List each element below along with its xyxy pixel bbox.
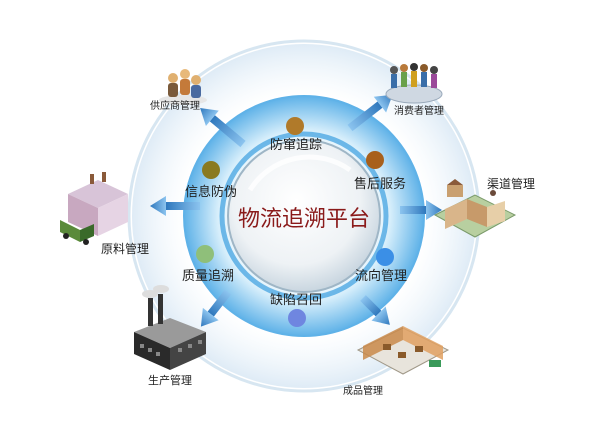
- dot-fangcuan: [286, 117, 304, 135]
- inner-label-liuxiang: 流向管理: [355, 268, 407, 284]
- raw-material-warehouse-icon: [60, 172, 128, 245]
- outer-label-channel: 渠道管理: [487, 176, 535, 191]
- inner-label-shouhou: 售后服务: [354, 176, 406, 192]
- arrow-to-production: [200, 289, 232, 327]
- center-highlight: [247, 154, 352, 192]
- center-ring-band: [219, 131, 389, 301]
- arrow-to-supplier: [200, 108, 246, 148]
- consumers-icon: [385, 63, 443, 104]
- inner-ring-edge: [183, 95, 425, 337]
- dot-zhiliang: [196, 245, 214, 263]
- arrows: [150, 94, 442, 327]
- arrow-to-consumer: [347, 94, 393, 132]
- inner-dots: [196, 117, 394, 327]
- dot-liuxiang: [376, 248, 394, 266]
- arrow-to-product: [360, 295, 390, 325]
- arrow-to-raw: [150, 196, 200, 216]
- center-disc: [227, 139, 381, 293]
- arrow-to-channel: [400, 200, 442, 220]
- outer-label-product: 成品管理: [343, 384, 383, 397]
- center-title: 物流追溯平台: [238, 207, 370, 232]
- inner-label-quexian: 缺陷召回: [270, 293, 322, 308]
- outer-label-consumer: 消费者管理: [394, 104, 444, 117]
- dot-quexian: [288, 309, 306, 327]
- dot-shouhou: [366, 151, 384, 169]
- outer-label-raw: 原料管理: [101, 241, 149, 256]
- people-group-icon: [159, 69, 207, 105]
- warehouse-icon: [356, 326, 450, 375]
- inner-label-xinxi: 信息防伪: [185, 184, 237, 200]
- outer-label-production: 生产管理: [148, 373, 192, 387]
- inner-label-fangcuan: 防窜追踪: [270, 137, 322, 153]
- outer-label-supplier: 供应商管理: [150, 99, 200, 112]
- inner-label-zhiliang: 质量追溯: [182, 268, 234, 284]
- store-building-icon: [433, 179, 517, 238]
- factory-icon: [134, 285, 206, 370]
- dot-xinxi: [202, 161, 220, 179]
